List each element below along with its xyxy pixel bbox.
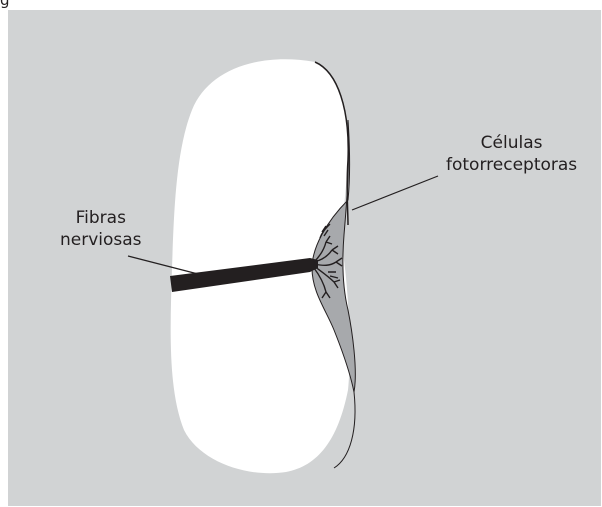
eye-diagram xyxy=(8,10,601,506)
nerve-fibers-label-line2: nerviosas xyxy=(60,229,142,251)
diagram-panel: Fibras nerviosas Células fotorreceptoras xyxy=(8,10,601,506)
photoreceptor-cells-label-line1: Células xyxy=(446,132,577,154)
figure-caption-fragment: g xyxy=(0,0,10,9)
leader-line-photoreceptors xyxy=(352,176,438,210)
photoreceptor-cells-label-line2: fotorreceptoras xyxy=(446,154,577,176)
nerve-fibers-label: Fibras nerviosas xyxy=(60,207,142,251)
photoreceptor-cells-label: Células fotorreceptoras xyxy=(446,132,577,176)
nerve-fibers-label-line1: Fibras xyxy=(60,207,142,229)
